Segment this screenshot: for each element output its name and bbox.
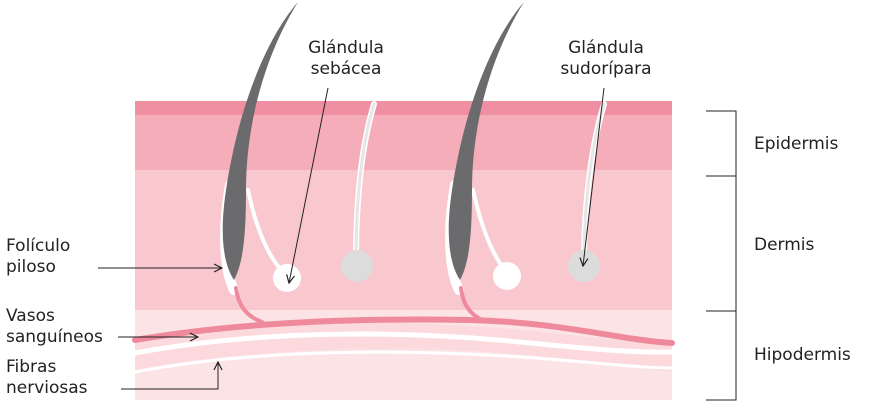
label-hypodermis: Hipodermis	[754, 345, 851, 366]
label-nerve-fibers: Fibras nerviosas	[6, 357, 88, 399]
sebaceous-gland-right	[493, 262, 521, 290]
bracket-dermis	[706, 176, 736, 311]
label-epidermis: Epidermis	[754, 134, 838, 155]
sebaceous-gland-left	[273, 264, 301, 292]
bracket-epidermis	[706, 111, 736, 176]
label-hair-follicle: Folículo piloso	[6, 236, 70, 278]
label-sweat-gland: Glándula sudorípara	[550, 38, 662, 80]
label-blood-vessels: Vasos sanguíneos	[6, 306, 103, 348]
epidermis-top-band	[135, 101, 672, 115]
label-dermis: Dermis	[754, 235, 814, 256]
sweat-gland-left	[341, 250, 373, 282]
label-sebaceous-gland: Glándula sebácea	[298, 38, 394, 80]
bracket-hypodermis	[706, 311, 736, 400]
